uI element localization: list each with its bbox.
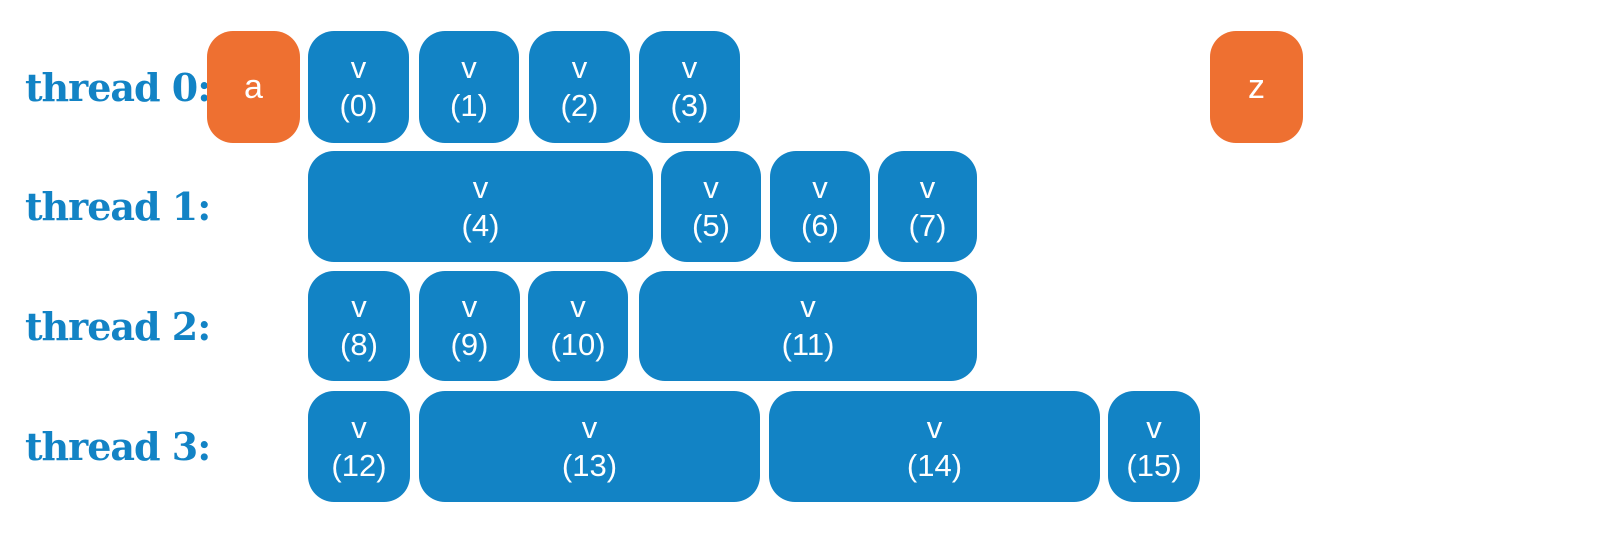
task-box-text: (10) — [550, 327, 606, 362]
task-box-v8: v(8) — [308, 271, 410, 381]
task-box-text: (2) — [560, 88, 599, 123]
task-box-v1: v(1) — [419, 31, 519, 143]
task-box-text: v — [812, 169, 828, 205]
task-box-v3: v(3) — [639, 31, 740, 143]
task-box-text: (15) — [1126, 447, 1182, 483]
task-box-text: v — [472, 169, 489, 205]
thread-label-3: thread 3: — [25, 424, 211, 469]
thread-label-2: thread 2: — [25, 303, 211, 349]
task-box-text: (11) — [781, 327, 835, 362]
task-box-v9: v(9) — [419, 271, 520, 381]
task-box-text: v — [461, 50, 477, 85]
task-box-a: a — [207, 31, 300, 143]
task-box-v6: v(6) — [770, 151, 870, 262]
task-box-z: z — [1210, 31, 1303, 143]
task-box-text: (13) — [561, 447, 618, 483]
task-box-text: (5) — [692, 207, 730, 243]
task-box-text: v — [581, 409, 598, 445]
task-box-text: (12) — [331, 447, 387, 483]
task-box-v7: v(7) — [878, 151, 977, 262]
task-box-v5: v(5) — [661, 151, 761, 262]
task-box-text: v — [919, 169, 936, 205]
task-box-text: (0) — [339, 88, 378, 123]
task-box-v14: v(14) — [769, 391, 1100, 502]
task-box-text: (9) — [450, 327, 489, 362]
thread-label-1: thread 1: — [25, 184, 211, 229]
task-box-text: v — [703, 169, 719, 205]
task-box-text: v — [350, 50, 367, 85]
task-box-text: v — [800, 289, 816, 324]
task-box-text: a — [244, 68, 263, 106]
task-box-text: (6) — [801, 207, 839, 243]
task-box-text: (1) — [450, 88, 488, 123]
task-box-v2: v(2) — [529, 31, 630, 143]
task-box-text: v — [571, 50, 588, 85]
task-box-text: v — [351, 289, 367, 324]
task-box-v15: v(15) — [1108, 391, 1200, 502]
task-box-v13: v(13) — [419, 391, 760, 502]
task-box-text: v — [570, 289, 586, 324]
task-box-text: (7) — [908, 207, 947, 243]
task-box-text: (8) — [340, 327, 378, 362]
task-box-v10: v(10) — [528, 271, 628, 381]
task-box-text: v — [926, 409, 943, 445]
task-box-text: z — [1248, 68, 1265, 106]
thread-label-0: thread 0: — [25, 64, 211, 110]
task-box-v4: v(4) — [308, 151, 653, 262]
task-box-text: (3) — [670, 88, 709, 123]
task-box-text: v — [351, 409, 367, 445]
task-box-v0: v(0) — [308, 31, 409, 143]
task-box-v11: v(11) — [639, 271, 977, 381]
task-box-text: v — [681, 50, 698, 85]
task-box-text: (14) — [906, 447, 963, 483]
task-box-text: v — [1146, 409, 1162, 445]
task-box-v12: v(12) — [308, 391, 410, 502]
task-box-text: v — [461, 289, 478, 324]
task-box-text: (4) — [461, 207, 500, 243]
